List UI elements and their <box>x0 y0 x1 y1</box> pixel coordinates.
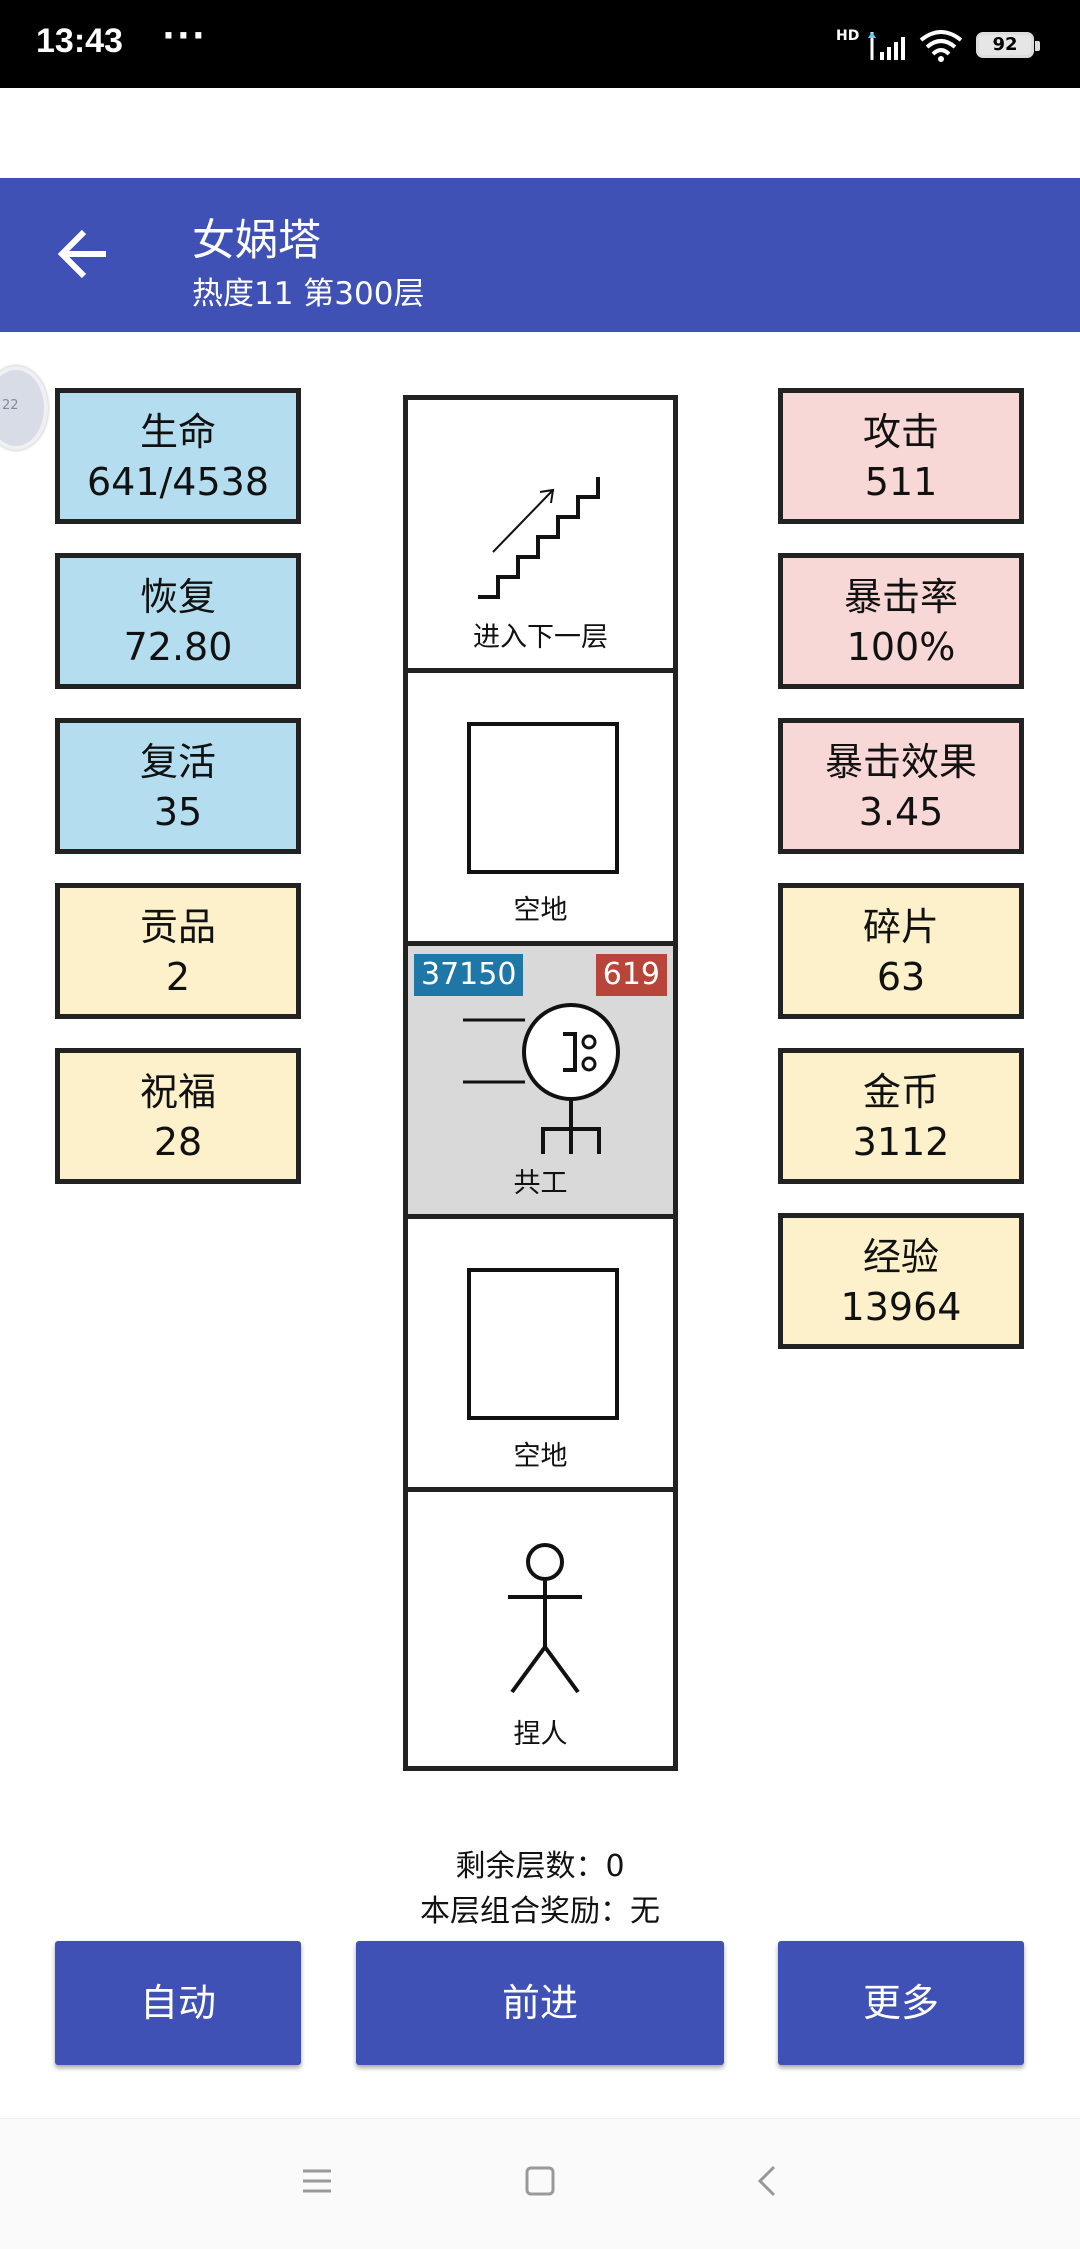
stat-experience: 经验 13964 <box>778 1213 1024 1349</box>
stat-value: 3.45 <box>858 790 944 834</box>
cell-label: 空地 <box>513 1441 568 1472</box>
stat-blessing: 祝福 28 <box>55 1048 301 1184</box>
stat-crit-effect: 暴击效果 3.45 <box>778 718 1024 854</box>
stat-label: 复活 <box>139 740 216 784</box>
page-title: 女娲塔 <box>192 216 321 266</box>
battery-icon: 92 <box>976 32 1040 58</box>
monster-attack-badge: 619 <box>595 954 667 996</box>
app-bar: 女娲塔 热度11 第300层 <box>0 178 1080 332</box>
monster-hp-badge: 37150 <box>414 954 524 996</box>
stat-value: 2 <box>165 955 191 999</box>
stat-tribute: 贡品 2 <box>55 883 301 1019</box>
stat-value: 35 <box>153 790 203 834</box>
chevron-left-icon[interactable] <box>748 2161 788 2201</box>
empty-square-icon <box>467 722 619 874</box>
tower-column: 进入下一层 空地 37150 619 共工 空地 <box>403 395 678 1771</box>
cell-label: 共工 <box>513 1168 568 1199</box>
cell-label: 捏人 <box>513 1719 568 1750</box>
tower-cell-empty-2[interactable]: 空地 <box>408 1219 673 1492</box>
remaining-floors-text: 剩余层数：0 <box>455 1849 625 1884</box>
wifi-icon <box>919 30 963 62</box>
stat-label: 暴击效果 <box>824 740 977 784</box>
tower-cell-monster[interactable]: 37150 619 共工 <box>408 946 673 1219</box>
cell-label: 空地 <box>513 895 568 926</box>
stat-value: 3112 <box>852 1120 950 1164</box>
stat-label: 贡品 <box>139 905 216 949</box>
floating-badge-text: 22 <box>2 398 19 413</box>
home-square-icon[interactable] <box>520 2161 560 2201</box>
status-bar: 13:43 ··· HD 92 <box>0 0 1080 88</box>
stat-value: 511 <box>864 460 938 504</box>
stat-label: 经验 <box>862 1235 939 1279</box>
stat-crit-rate: 暴击率 100% <box>778 553 1024 689</box>
stat-fragments: 碎片 63 <box>778 883 1024 1019</box>
stat-gold: 金币 3112 <box>778 1048 1024 1184</box>
stat-value: 13964 <box>840 1285 962 1329</box>
stat-label: 碎片 <box>862 905 939 949</box>
hd-indicator: HD <box>836 28 860 44</box>
tower-cell-empty-1[interactable]: 空地 <box>408 673 673 946</box>
stat-value: 641/4538 <box>86 460 270 504</box>
more-notifications-icon: ··· <box>162 16 207 56</box>
combo-reward-text: 本层组合奖励：无 <box>420 1894 660 1929</box>
signal-icon <box>868 32 905 60</box>
stick-figure-icon <box>508 1543 582 1694</box>
monster-icon <box>463 1003 620 1154</box>
stat-value: 100% <box>846 625 956 669</box>
menu-icon[interactable] <box>297 2161 337 2201</box>
stat-recovery: 恢复 72.80 <box>55 553 301 689</box>
tower-cell-player[interactable]: 捏人 <box>408 1492 673 1765</box>
stat-label: 金币 <box>862 1070 939 1114</box>
stat-value: 72.80 <box>123 625 233 669</box>
cell-label: 进入下一层 <box>473 622 608 653</box>
stat-label: 攻击 <box>862 410 939 454</box>
stat-label: 恢复 <box>139 575 216 619</box>
stat-label: 暴击率 <box>843 575 958 619</box>
page-subtitle: 热度11 第300层 <box>192 276 425 312</box>
stat-attack: 攻击 511 <box>778 388 1024 524</box>
floating-assist-icon[interactable]: 22 <box>0 366 48 450</box>
forward-button[interactable]: 前进 <box>356 1941 724 2065</box>
stat-value: 63 <box>876 955 926 999</box>
auto-button[interactable]: 自动 <box>55 1941 301 2065</box>
stat-revive: 复活 35 <box>55 718 301 854</box>
stat-label: 祝福 <box>139 1070 216 1114</box>
clock: 13:43 <box>36 22 123 60</box>
stat-life: 生命 641/4538 <box>55 388 301 524</box>
system-nav-bar <box>0 2118 1080 2249</box>
stat-label: 生命 <box>139 410 216 454</box>
empty-square-icon <box>467 1268 619 1420</box>
back-arrow-icon[interactable] <box>54 222 118 286</box>
tower-cell-stairs[interactable]: 进入下一层 <box>408 400 673 673</box>
more-button[interactable]: 更多 <box>778 1941 1024 2065</box>
stat-value: 28 <box>153 1120 203 1164</box>
stairs-icon <box>478 477 600 599</box>
